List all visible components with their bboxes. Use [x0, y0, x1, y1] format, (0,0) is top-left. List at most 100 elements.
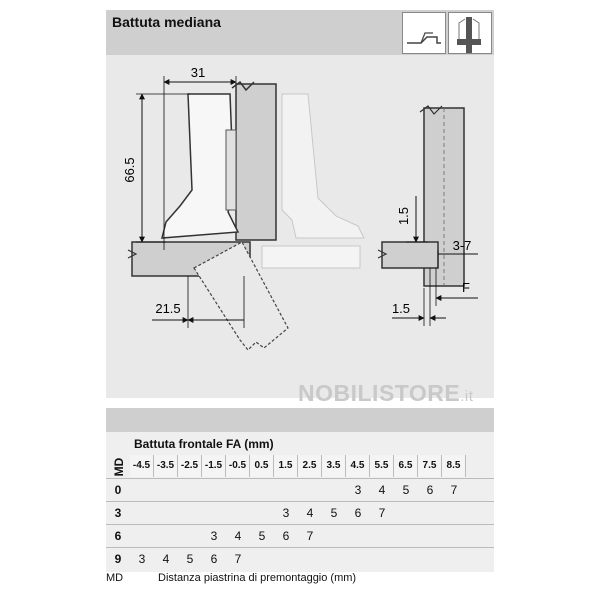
table-cell	[130, 525, 154, 547]
table-cell	[298, 479, 322, 501]
table-cell: 5	[258, 529, 266, 543]
column-header: 1.5	[274, 455, 298, 477]
table-cell: 3	[354, 483, 362, 497]
table-cell: 3	[282, 506, 290, 520]
dimension-height: 66.5	[122, 157, 137, 182]
table-row: 6 3 4 5 6 7	[106, 524, 494, 546]
table-cell: 7	[450, 483, 458, 497]
table-cell	[154, 525, 178, 547]
table-cell	[250, 548, 274, 570]
table-cell	[346, 548, 370, 570]
column-header: 8.5	[442, 455, 466, 477]
table-cell: 6	[354, 506, 362, 520]
table-cell	[322, 548, 346, 570]
overlay-type-thumbnail	[448, 12, 492, 54]
side-dimension-top: 1.5	[396, 207, 411, 225]
table-cell	[226, 479, 250, 501]
column-header: -2.5	[178, 455, 202, 477]
table-cell	[394, 502, 418, 524]
column-header: -1.5	[202, 455, 226, 477]
panel-header: Battuta mediana	[106, 10, 494, 55]
table-cell: 7	[306, 529, 314, 543]
table-title: Battuta frontale FA (mm)	[134, 437, 274, 451]
table-cell: 7	[378, 506, 386, 520]
table-cell	[250, 502, 274, 524]
table-cell: 4	[306, 506, 314, 520]
column-header: -3.5	[154, 455, 178, 477]
column-header: 3.5	[322, 455, 346, 477]
table-cell	[418, 502, 442, 524]
table-side-label: MD	[112, 457, 126, 477]
overlay-table: Battuta frontale FA (mm) MD -4.5-3.5-2.5…	[106, 432, 494, 572]
footer-description: Distanza piastrina di premontaggio (mm)	[158, 572, 357, 584]
footer-key: MD	[106, 572, 124, 584]
rotated-door-outline	[193, 241, 289, 351]
table-cell	[130, 479, 154, 501]
table-cell	[370, 548, 394, 570]
column-header: 0.5	[250, 455, 274, 477]
table-cell	[130, 502, 154, 524]
table-cell	[418, 548, 442, 570]
row-md-label: 0	[114, 483, 122, 497]
table-cell	[202, 502, 226, 524]
cabinet-side-panel	[235, 83, 277, 241]
table-cell: 5	[186, 552, 194, 566]
table-cell	[154, 502, 178, 524]
table-cell: 6	[426, 483, 434, 497]
column-header: 7.5	[418, 455, 442, 477]
table-cell: 6	[210, 552, 218, 566]
table-row: 0 3 4 5 6 7	[106, 478, 494, 500]
table-cell: 5	[330, 506, 338, 520]
watermark-logo: NOBILISTORE.it	[298, 380, 473, 407]
table-cell	[202, 479, 226, 501]
column-header: 2.5	[298, 455, 322, 477]
column-header: 6.5	[394, 455, 418, 477]
table-cell	[178, 502, 202, 524]
table-cell	[178, 479, 202, 501]
column-header: -0.5	[226, 455, 250, 477]
front-view	[127, 76, 365, 351]
table-cell: 3	[210, 529, 218, 543]
table-cell	[322, 479, 346, 501]
table-cell: 4	[234, 529, 242, 543]
table-cell	[226, 502, 250, 524]
ghost-hinge	[281, 93, 365, 239]
row-md-label: 6	[114, 529, 122, 543]
table-cell	[394, 525, 418, 547]
watermark-tld: .it	[460, 388, 474, 405]
dimension-width: 31	[191, 65, 205, 80]
row-md-label: 3	[114, 506, 122, 520]
hinge-type-thumbnail	[402, 12, 446, 54]
side-dimension-f: F	[462, 280, 470, 295]
table-header-band	[106, 408, 494, 432]
table-cell	[250, 479, 274, 501]
table-cell	[418, 525, 442, 547]
column-header: 5.5	[370, 455, 394, 477]
table-row: 3 3 4 5 6 7	[106, 501, 494, 523]
table-cell	[322, 525, 346, 547]
panel-title: Battuta mediana	[112, 14, 221, 30]
table-cell	[298, 548, 322, 570]
ghost-cabinet-side	[261, 245, 361, 269]
column-header: 4.5	[346, 455, 370, 477]
watermark-brand: NOBILISTORE	[298, 380, 461, 406]
table-cell: 4	[378, 483, 386, 497]
table-cell: 7	[234, 552, 242, 566]
table-cell	[442, 525, 466, 547]
table-cell: 6	[282, 529, 290, 543]
table-cell	[154, 479, 178, 501]
row-md-label: 9	[114, 552, 122, 566]
table-cell: 5	[402, 483, 410, 497]
table-cell	[346, 525, 370, 547]
table-cell	[394, 548, 418, 570]
side-dimension-bottom: 1.5	[392, 301, 410, 316]
table-cell	[274, 548, 298, 570]
dimension-bottom: 21.5	[155, 301, 180, 316]
side-view	[377, 105, 478, 326]
table-cell: 3	[138, 552, 146, 566]
hinge-technical-drawing: 31 66.5 21.5 1.5 3-7 F 1.5	[122, 65, 478, 351]
side-dimension-gap: 3-7	[453, 238, 472, 253]
column-header: -4.5	[130, 455, 154, 477]
table-cell	[274, 479, 298, 501]
